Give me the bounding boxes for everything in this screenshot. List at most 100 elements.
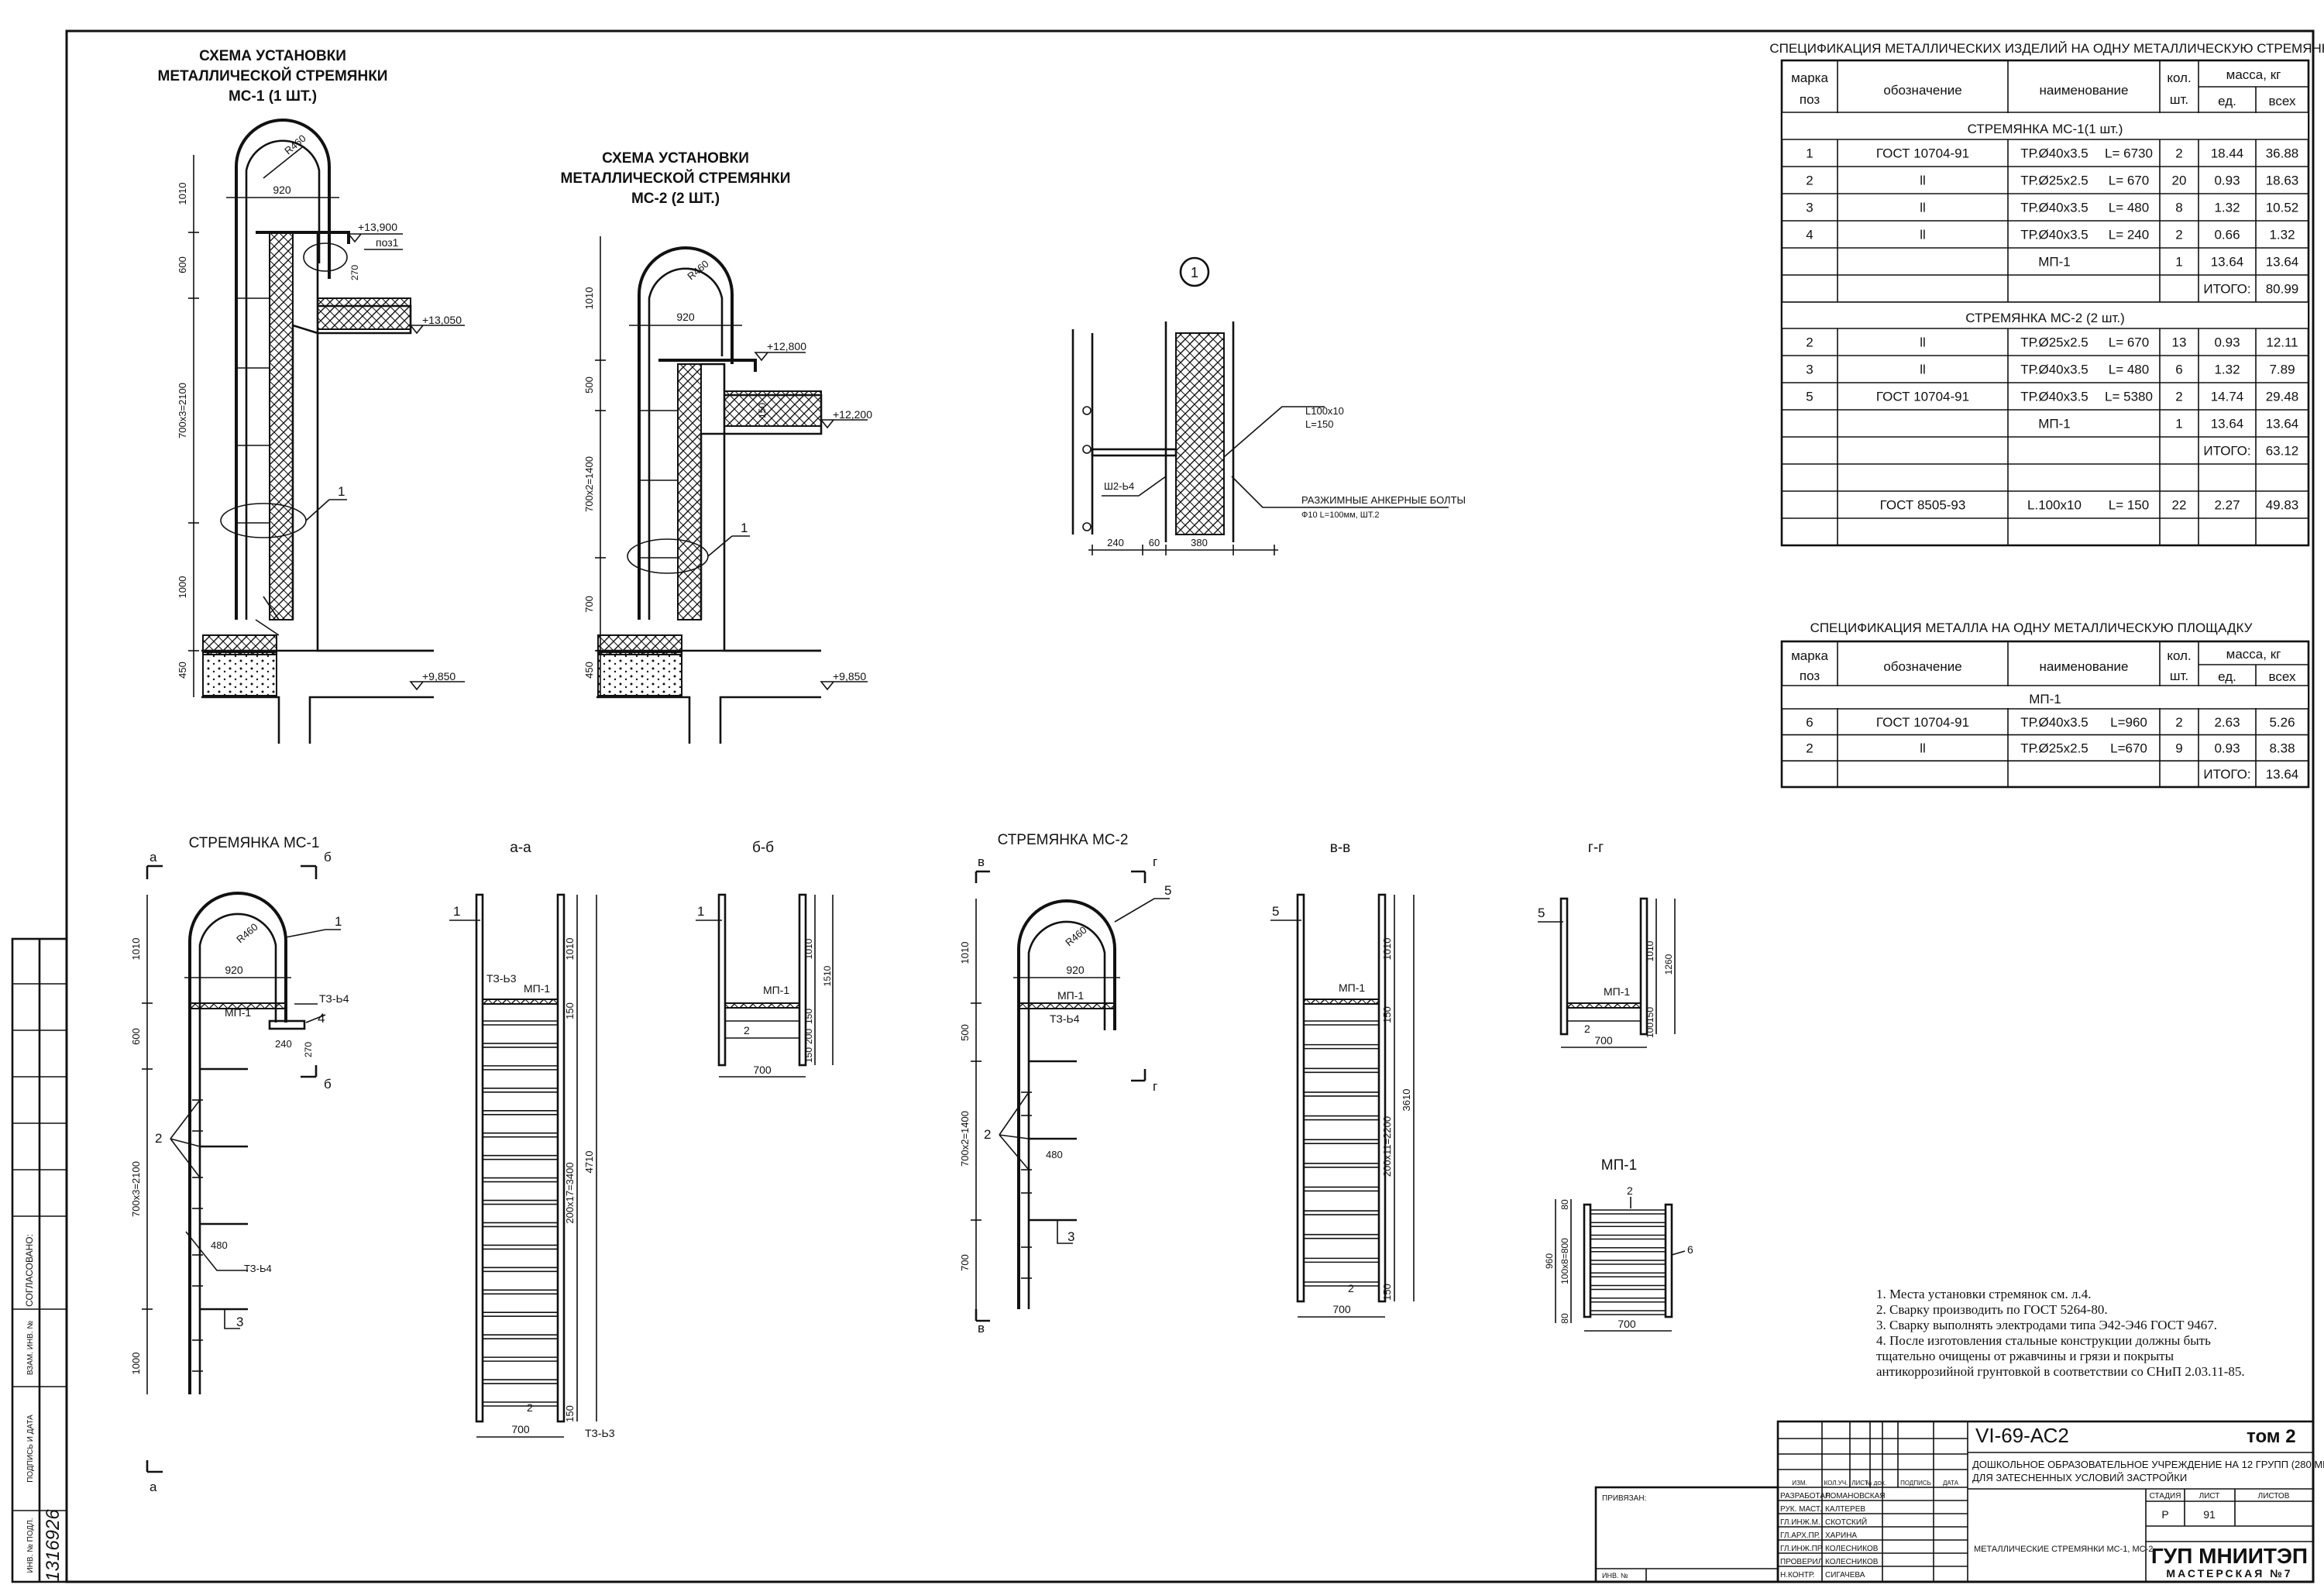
spec2-h-name: наименование xyxy=(2040,659,2129,674)
view-ms1-cut-b-bottom: б xyxy=(324,1077,332,1091)
view-gg-width: 700 xyxy=(1594,1034,1613,1047)
view-ms2-cut-v-bottom: в xyxy=(978,1321,985,1335)
scheme-ms2-title-1: СХЕМА УСТАНОВКИ xyxy=(602,150,749,167)
view-ms1-mp: МП-1 xyxy=(225,1006,251,1019)
view-gg-dim-1: 1010 xyxy=(1645,940,1655,961)
notes: 1. Места установки стремянок см. л.4. 2.… xyxy=(1876,1287,2245,1379)
view-aa-dim-4: 4710 xyxy=(583,1151,595,1174)
node-dim-3: 380 xyxy=(1191,537,1208,548)
spec1-title: СПЕЦИФИКАЦИЯ МЕТАЛЛИЧЕСКИХ ИЗДЕЛИЙ НА ОД… xyxy=(1769,41,2324,56)
tb-person: РОМАНОВСКАЯ xyxy=(1825,1492,1886,1500)
view-bb-mp: МП-1 xyxy=(763,984,789,996)
node-bolts-2: Ф10 L=100мм, ШТ.2 xyxy=(1301,510,1380,520)
tb-volume: том 2 xyxy=(2247,1426,2296,1447)
view-vv-mp: МП-1 xyxy=(1339,981,1365,994)
spec1-h-name: наименование xyxy=(2040,83,2129,98)
spec1-h-designation: обозначение xyxy=(1883,83,1961,98)
node-dim-2: 60 xyxy=(1149,537,1160,548)
spec1-row1-cell: ТР.Ø25х2.5 xyxy=(2020,174,2089,188)
view-ms1-pos2: 2 xyxy=(155,1131,162,1146)
tb-stage: Р xyxy=(2161,1508,2168,1521)
tb-inv: ИНВ. № xyxy=(1602,1572,1628,1580)
spec1-row2-cell: 5 xyxy=(1806,390,1813,404)
spec1-row2-cell: 49.83 xyxy=(2266,498,2299,513)
view-ms2: СТРЕМЯНКА МС-2 920 R460 МП-1 ТЗ-Ь4 5 2 4… xyxy=(959,832,1171,1335)
view-vv-dim-5: 150 xyxy=(1381,1284,1393,1301)
title-block: ПРИВЯЗАН: ИНВ. № xyxy=(1594,1420,2324,1583)
ms2-scheme-width: 920 xyxy=(676,311,695,323)
spec1-row2-cell: 2.27 xyxy=(2214,498,2240,513)
scheme-ms1-title-3: МС-1 (1 ШТ.) xyxy=(229,88,317,105)
scheme-ms1-title-2: МЕТАЛЛИЧЕСКОЙ СТРЕМЯНКИ xyxy=(158,67,388,84)
view-ms1-radius: R460 xyxy=(234,921,260,945)
tb-person: КАЛТЕРЕВ xyxy=(1825,1505,1865,1514)
spec2-h-unit: ед. xyxy=(2218,669,2236,684)
spec1-h-mark-2: поз xyxy=(1800,92,1820,107)
spec1-row2-cell: L= 150 xyxy=(2109,498,2149,513)
spec1-row1-cell: 36.88 xyxy=(2266,146,2299,161)
view-ms1-weld2: ТЗ-Ь4 xyxy=(244,1263,272,1274)
note-3: 3. Сварку выполнять электродами типа Э42… xyxy=(1876,1318,2217,1332)
ms1-scheme-dim-3: 700х3=2100 xyxy=(177,383,188,438)
spec2-row-cell: 2 xyxy=(2175,715,2182,730)
ms2-scheme-dim-1: 1010 xyxy=(583,287,595,310)
spec1-row1-cell: 10.52 xyxy=(2266,201,2299,215)
spec1-row2-cell: L= 5380 xyxy=(2105,390,2153,404)
spec1-row1-cell: МП-1 xyxy=(2038,255,2071,270)
view-ms1-cut-a-top: а xyxy=(150,850,157,865)
tb-stage-h: СТАДИЯ xyxy=(2150,1492,2181,1500)
tb-col-4: № ДОК. xyxy=(1866,1481,1886,1487)
tb-person: СИГАЧЕВА xyxy=(1825,1571,1865,1580)
ms1-scheme-dim-6: 270 xyxy=(349,265,360,280)
spec1-h-mark-1: марка xyxy=(1791,70,1828,85)
spec2-h-designation: обозначение xyxy=(1883,659,1961,674)
ms1-scheme-dim-4: 1000 xyxy=(177,576,188,599)
spec1-row1-cell: ТР.Ø40х3.5 xyxy=(2020,201,2089,215)
ms1-scheme-dim-1: 1010 xyxy=(177,183,188,205)
view-aa-dim-5: 150 xyxy=(564,1405,576,1422)
spec1-row1-cell: ТР.Ø40х3.5 xyxy=(2020,228,2089,242)
view-bb-dim-4: 200 xyxy=(803,1029,814,1044)
tb-org: ГУП МНИИТЭП xyxy=(2151,1544,2308,1568)
spec1-h-mass: масса, кг xyxy=(2226,67,2281,82)
node-weld: Ш2-Ь4 xyxy=(1104,480,1134,492)
view-ms2-width: 920 xyxy=(1066,964,1085,976)
view-mp1: МП-1 2 6 700 960 100х8=800 80 80 xyxy=(1544,1157,1693,1332)
view-ms2-cut-v-top: в xyxy=(978,854,985,869)
spec2-row-cell: 6 xyxy=(1806,715,1813,730)
view-aa-mp: МП-1 xyxy=(524,982,550,995)
ms1-scheme-callout: 1 xyxy=(338,484,345,499)
spec1-row1-cell: 18.44 xyxy=(2211,146,2244,161)
side-agreed: СОГЛАСОВАНО: xyxy=(24,1234,35,1307)
ms1-scheme-dim-5: 450 xyxy=(177,662,188,679)
spec1-row1-cell: L= 240 xyxy=(2109,228,2149,242)
tb-person: СКОТСКИЙ xyxy=(1825,1517,1867,1527)
view-gg-dim-2: 1260 xyxy=(1663,954,1674,975)
spec1-row1-cell: ll xyxy=(1920,174,1926,188)
scheme-ms2-title-2: МЕТАЛЛИЧЕСКОЙ СТРЕМЯНКИ xyxy=(561,170,791,187)
tb-role: ПРОВЕРИЛ xyxy=(1780,1558,1823,1566)
spec1-row1-cell: ИТОГО: xyxy=(2203,282,2250,297)
view-gg: г-г 5 МП-1 2 700 1010 1260 150 100 xyxy=(1538,840,1676,1048)
side-stamp: СОГЛАСОВАНО: ВЗАМ. ИНВ. № ПОДПИСЬ И ДАТА… xyxy=(11,937,68,1583)
spec2-row-cell: 8.38 xyxy=(2269,741,2295,755)
spec1-row1-cell: L= 6730 xyxy=(2105,146,2153,161)
view-ms1-width: 920 xyxy=(225,964,243,976)
view-bb-pos: 1 xyxy=(697,904,704,919)
spec2-h-mark-1: марка xyxy=(1791,648,1828,663)
spec1-row2-cell: 12.11 xyxy=(2266,335,2298,350)
ms2-scheme-dim-2: 500 xyxy=(583,376,595,394)
ms1-scheme-mark-3: +9,850 xyxy=(422,670,456,682)
view-mp1-pos2: 2 xyxy=(1627,1184,1633,1197)
spec1-row1-cell: 13.64 xyxy=(2266,255,2299,270)
tb-attached: ПРИВЯЗАН: xyxy=(1602,1494,1646,1503)
spec1-row1-cell: ll xyxy=(1920,228,1926,242)
view-vv-pos: 5 xyxy=(1272,904,1279,919)
spec1-row1-cell: 20 xyxy=(2172,174,2187,188)
spec1-row2-cell: ГОСТ 10704-91 xyxy=(1876,390,1969,404)
view-vv-dim-1: 1010 xyxy=(1381,938,1393,961)
spec1-row2-cell: МП-1 xyxy=(2038,417,2071,431)
view-ms1-dim-2: 600 xyxy=(130,1028,142,1045)
note-2: 2. Сварку производить по ГОСТ 5264-80. xyxy=(1876,1302,2108,1317)
